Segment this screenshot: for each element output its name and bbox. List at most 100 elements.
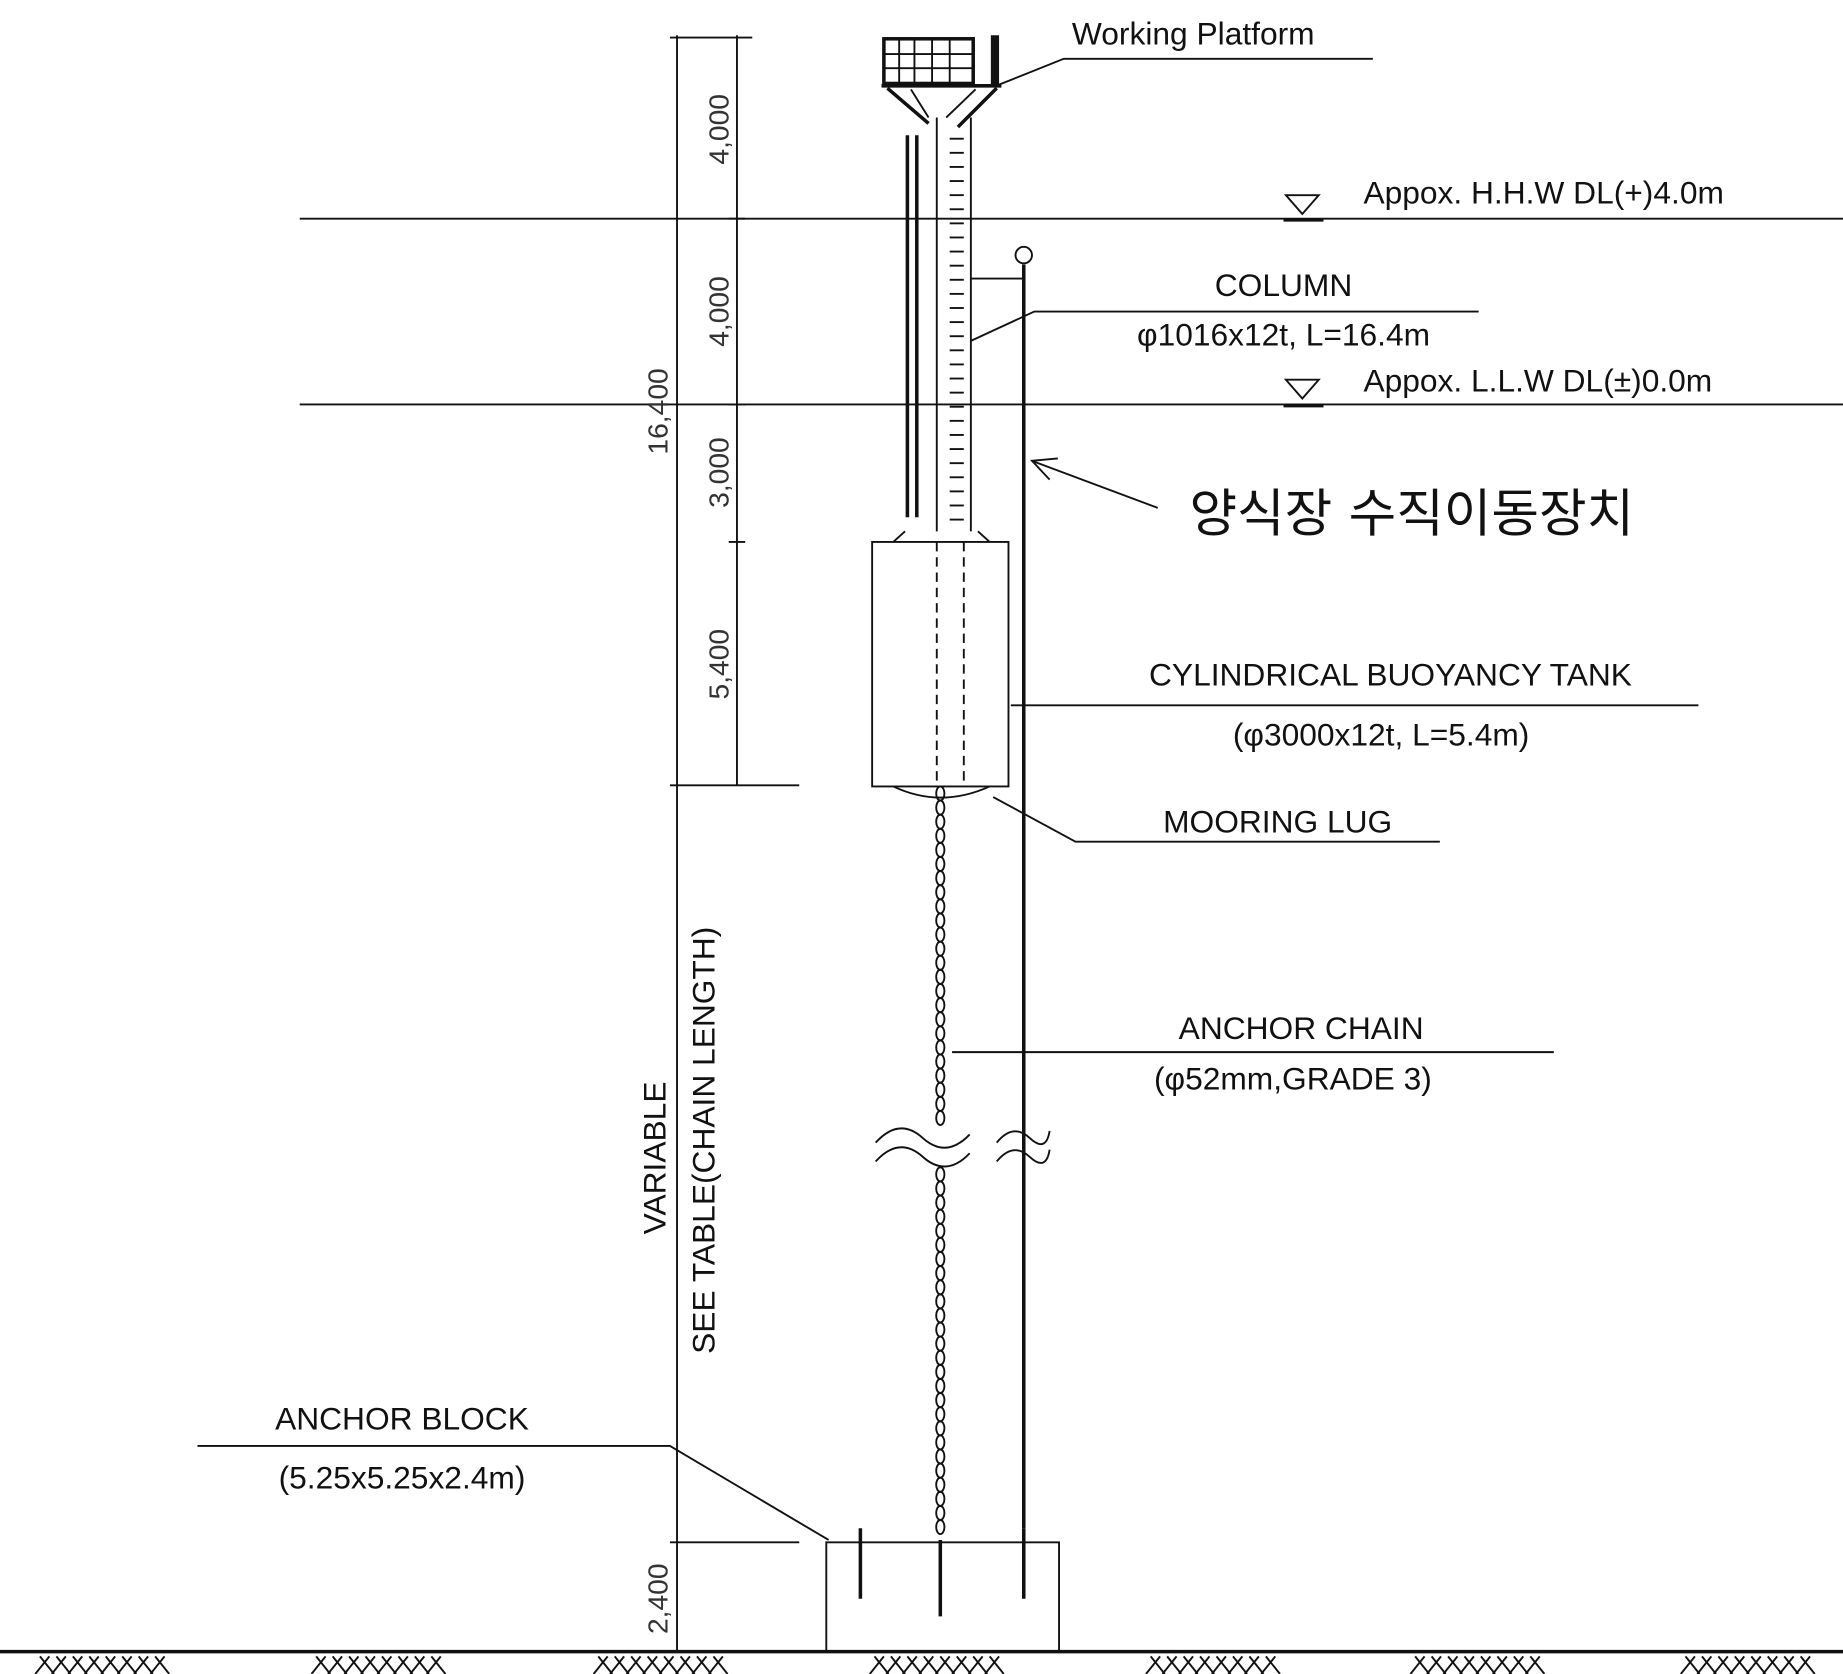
chain-link <box>935 841 946 858</box>
dim-see-table: SEE TABLE(CHAIN LENGTH) <box>686 927 722 1354</box>
chain-link <box>935 1406 946 1423</box>
anchor-block <box>825 1528 1060 1653</box>
chain-link <box>935 1519 946 1536</box>
hatch-mark <box>663 1655 679 1674</box>
hatch-mark <box>393 1655 409 1674</box>
hatch-mark <box>1729 1655 1746 1674</box>
dim-5400: 5,400 <box>703 629 735 700</box>
hatch-mark <box>376 1655 393 1674</box>
hatch-mark <box>1799 1655 1816 1674</box>
leader-column <box>970 310 1479 342</box>
hatch-mark <box>425 1655 442 1674</box>
label-tank: CYLINDRICAL BUOYANCY TANK <box>1149 656 1632 692</box>
label-anchor-chain-spec: (φ52mm,GRADE 3) <box>1154 1061 1432 1097</box>
chain-link <box>935 1053 946 1070</box>
chain-link <box>935 1095 946 1112</box>
hatch-mark <box>1795 1655 1811 1674</box>
hatch-mark <box>613 1655 630 1674</box>
label-hhw: Appox. H.H.W DL(+)4.0m <box>1363 174 1723 210</box>
hatch-mark <box>988 1655 1005 1674</box>
dim-4000-top: 4,000 <box>703 94 735 165</box>
hatch-mark <box>1260 1655 1277 1674</box>
dim-16400: 16,400 <box>642 368 674 454</box>
hatch-mark <box>1194 1655 1211 1674</box>
hatch-mark <box>34 1655 51 1674</box>
hatch-mark <box>1492 1655 1508 1674</box>
hatch-mark <box>708 1655 724 1674</box>
hatch-mark <box>923 1655 939 1674</box>
chain-link <box>935 1039 946 1056</box>
hatch-mark <box>348 1655 364 1674</box>
hatch-mark <box>609 1655 625 1674</box>
hatch-mark <box>364 1655 381 1674</box>
hatch-mark <box>72 1655 88 1674</box>
hatch-mark <box>360 1655 376 1674</box>
hatch-mark <box>646 1655 663 1674</box>
hatch-mark <box>1762 1655 1778 1674</box>
hatch-mark <box>597 1655 614 1674</box>
hatch-mark <box>137 1655 154 1674</box>
hatch-mark <box>343 1655 360 1674</box>
chain-link <box>935 926 946 943</box>
hatch-mark <box>1524 1655 1541 1674</box>
chain-link <box>935 1208 946 1225</box>
hatch-mark <box>691 1655 708 1674</box>
hatch-mark <box>67 1655 84 1674</box>
hatch-mark <box>1680 1655 1696 1674</box>
hatch-mark <box>658 1655 675 1674</box>
hatch-mark <box>696 1655 712 1674</box>
hatch-mark <box>1442 1655 1459 1674</box>
hatch-mark <box>381 1655 397 1674</box>
guide-rod <box>1014 245 1033 1529</box>
hatch-mark <box>1178 1655 1194 1674</box>
hatch-mark <box>890 1655 906 1674</box>
hatch-mark <box>1161 1655 1178 1674</box>
label-column: COLUMN <box>1215 267 1352 303</box>
chain-link <box>935 1180 946 1197</box>
hatch-mark <box>939 1655 956 1674</box>
llw-triangle-icon <box>1283 378 1324 408</box>
seabed-hatch <box>34 1655 1816 1674</box>
chain-link <box>935 1236 946 1253</box>
hatch-mark <box>50 1655 67 1674</box>
chain-link <box>935 1222 946 1239</box>
hatch-mark <box>105 1655 121 1674</box>
label-tank-spec: (φ3000x12t, L=5.4m) <box>1233 716 1529 752</box>
working-platform <box>881 35 1002 129</box>
hatch-mark <box>116 1655 133 1674</box>
hatch-mark <box>1778 1655 1795 1674</box>
hatch-mark <box>1248 1655 1265 1674</box>
label-working-platform: Working Platform <box>1072 16 1315 52</box>
hatch-mark <box>675 1655 691 1674</box>
chain-link <box>935 898 946 915</box>
dim-2400: 2,400 <box>642 1563 674 1634</box>
chain-link <box>935 1025 946 1042</box>
hatch-mark <box>679 1655 696 1674</box>
chain-link <box>935 1166 946 1183</box>
hatch-mark <box>1409 1655 1426 1674</box>
label-anchor-block-spec: (5.25x5.25x2.4m) <box>279 1459 526 1495</box>
chain-link <box>935 827 946 844</box>
chain-link <box>935 1434 946 1451</box>
chain-link <box>935 1420 946 1437</box>
hhw-triangle-icon <box>1283 194 1324 222</box>
hatch-mark <box>1265 1655 1281 1674</box>
chain-link <box>935 1279 946 1296</box>
chain-link <box>935 1392 946 1409</box>
buoyancy-tank <box>871 540 1010 799</box>
hatch-mark <box>906 1655 923 1674</box>
hatch-mark <box>967 1655 984 1674</box>
chain-link <box>935 1321 946 1338</box>
hatch-mark <box>712 1655 729 1674</box>
hatch-mark <box>133 1655 149 1674</box>
column <box>892 117 1024 543</box>
chain-link <box>935 1307 946 1324</box>
label-anchor-chain: ANCHOR CHAIN <box>1179 1010 1424 1046</box>
chain-link <box>935 1490 946 1507</box>
chain-link <box>935 884 946 901</box>
hatch-mark <box>1414 1655 1430 1674</box>
hatch-mark <box>315 1655 332 1674</box>
hatch-mark <box>88 1655 105 1674</box>
hatch-mark <box>310 1655 327 1674</box>
